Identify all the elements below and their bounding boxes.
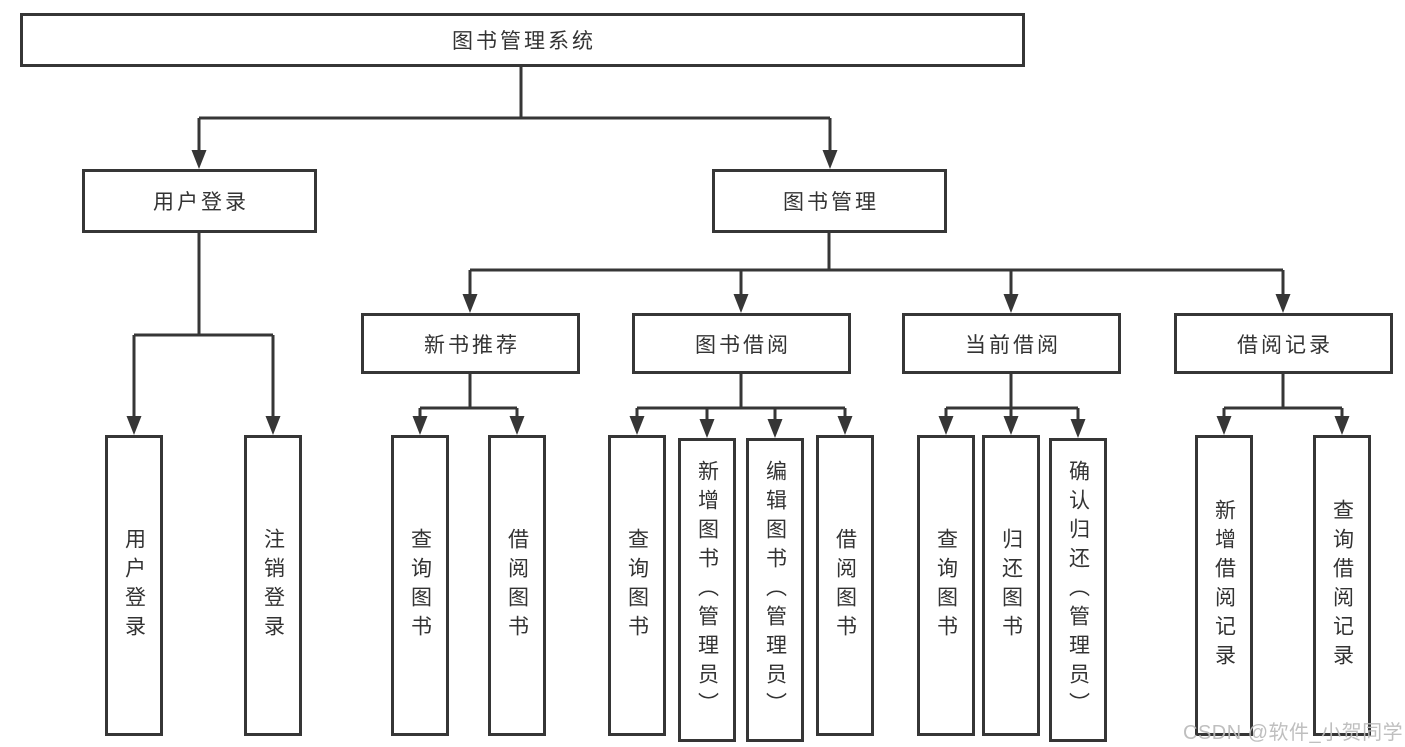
node-edit-books-admin: 编辑图书（管理员） [746, 438, 804, 742]
node-borrow-books-borrowing: 借阅图书 [816, 435, 874, 736]
arrowhead-icons [126, 150, 1350, 438]
node-logout-action: 注销登录 [244, 435, 302, 736]
node-query-books-borrowing: 查询图书 [608, 435, 666, 736]
node-add-borrow-record: 新增借阅记录 [1195, 435, 1253, 736]
node-new-book-recommendation: 新书推荐 [361, 313, 580, 374]
node-query-borrow-record: 查询借阅记录 [1313, 435, 1371, 736]
node-user-login-action: 用户登录 [105, 435, 163, 736]
node-system-root: 图书管理系统 [20, 13, 1025, 67]
node-query-books-recommend: 查询图书 [391, 435, 449, 736]
node-user-login: 用户登录 [82, 169, 317, 233]
node-borrowing-records: 借阅记录 [1174, 313, 1393, 374]
csdn-watermark: CSDN @软件_小贺同学 [1183, 722, 1404, 744]
node-borrow-books-recommend: 借阅图书 [488, 435, 546, 736]
node-confirm-return-admin: 确认归还（管理员） [1049, 438, 1107, 742]
node-add-books-admin: 新增图书（管理员） [678, 438, 736, 742]
node-query-books-current: 查询图书 [917, 435, 975, 736]
node-book-borrowing: 图书借阅 [632, 313, 851, 374]
node-return-books: 归还图书 [982, 435, 1040, 736]
node-current-borrowing: 当前借阅 [902, 313, 1121, 374]
node-book-management: 图书管理 [712, 169, 947, 233]
